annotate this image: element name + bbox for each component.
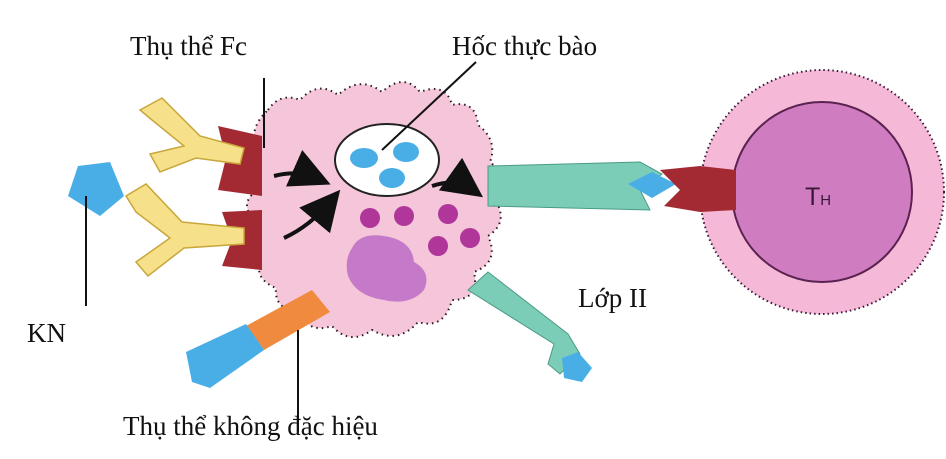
fc-receptor-label: Thụ thể Fc — [130, 33, 247, 60]
th-cell-label: TH — [805, 183, 831, 212]
class-ii-label: Lớp II — [578, 285, 647, 312]
nonspecific-receptor-label: Thụ thể không đặc hiệu — [123, 413, 378, 440]
th-sub: H — [820, 192, 831, 209]
phagosome-label: Hốc thực bào — [452, 33, 597, 60]
antigen-free — [68, 162, 124, 216]
class-ii-lower — [468, 272, 592, 382]
phagosome — [335, 124, 439, 196]
nonspecific-receptor — [186, 290, 330, 388]
antigen-label: KN — [27, 320, 66, 347]
th-main: T — [805, 183, 820, 211]
class-ii-to-th — [488, 162, 736, 212]
